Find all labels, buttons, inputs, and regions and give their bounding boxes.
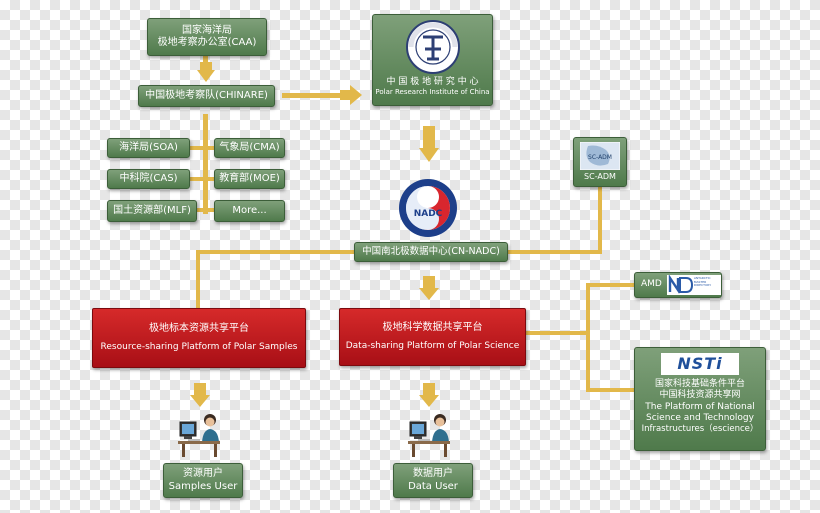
scadm-logo-icon: SC-ADM xyxy=(580,142,620,170)
data-platform-box: 极地科学数据共享平台 Data-sharing Platform of Pola… xyxy=(339,308,526,366)
nsti-logo-icon: NSTi xyxy=(661,353,739,375)
scadm-logo-text: SC-ADM xyxy=(588,154,612,161)
arrow-right-chinare xyxy=(340,85,362,105)
chinare-box: 中国极地考察队(CHINARE) xyxy=(138,85,275,107)
amd-box: AMD ANTARCTIC MASTER DIRECTORY xyxy=(634,272,722,298)
samples-user-box: 资源用户 Samples User xyxy=(163,463,243,498)
data-user-cn: 数据用户 xyxy=(413,468,453,479)
arrow-down-samples xyxy=(190,383,210,407)
connector-agencies-row2 xyxy=(190,177,216,181)
agency-mlf: 国土资源部(MLF) xyxy=(107,200,197,222)
agency-more: More... xyxy=(214,200,285,222)
connector-scadm-vertical xyxy=(598,186,602,254)
connector-external-nsti xyxy=(586,388,634,392)
nsti-line5: Infrastructures（escience） xyxy=(641,424,759,434)
nadc-logo-text: NADC xyxy=(414,209,443,219)
nadc-label: 中国南北极数据中心(CN-NADC) xyxy=(362,246,500,258)
arrow-down-caa xyxy=(197,62,215,82)
data-platform-en: Data-sharing Platform of Polar Science xyxy=(345,340,520,351)
arrow-down-pric xyxy=(419,126,439,162)
chinare-label: 中国极地考察队(CHINARE) xyxy=(145,89,268,101)
agency-soa: 海洋局(SOA) xyxy=(107,138,190,158)
amd-logo-icon: ANTARCTIC MASTER DIRECTORY xyxy=(666,275,721,295)
connector-chinare-pric xyxy=(282,93,344,98)
samples-user-en: Samples User xyxy=(168,480,238,492)
nsti-line2: 中国科技资源共享网 xyxy=(659,390,741,401)
nadc-logo-icon: NADC xyxy=(398,178,458,238)
amd-label: AMD xyxy=(641,279,662,290)
arrow-down-nadc xyxy=(419,276,439,300)
samples-user-cn: 资源用户 xyxy=(183,468,223,479)
pric-en: Polar Research Institute of China xyxy=(375,88,490,97)
samples-platform-box: 极地标本资源共享平台 Resource-sharing Platform of … xyxy=(92,308,306,368)
connector-scadm-nadc xyxy=(508,250,602,254)
connector-nadc-samples xyxy=(196,250,200,308)
samples-platform-cn: 极地标本资源共享平台 xyxy=(149,323,249,335)
scadm-label: SC-ADM xyxy=(584,172,616,181)
scadm-box: SC-ADM SC-ADM xyxy=(573,137,627,187)
amd-logo-text: ANTARCTIC MASTER DIRECTORY xyxy=(693,276,712,288)
data-user-en: Data User xyxy=(408,480,458,492)
agency-cas: 中科院(CAS) xyxy=(107,169,190,189)
samples-user-icon xyxy=(178,410,224,458)
data-user-box: 数据用户 Data User xyxy=(393,463,473,498)
samples-platform-en: Resource-sharing Platform of Polar Sampl… xyxy=(100,341,298,352)
nsti-logo-text: NSTi xyxy=(677,354,723,373)
pric-box: 中 国 极 地 研 究 中 心 Polar Research Institute… xyxy=(372,14,493,106)
pric-cn: 中 国 极 地 研 究 中 心 xyxy=(386,77,479,87)
connector-agencies-vertical xyxy=(203,114,208,214)
connector-data-external xyxy=(526,331,590,335)
connector-external-vertical xyxy=(586,283,590,392)
agency-mlf-label: 国土资源部(MLF) xyxy=(113,204,191,216)
connector-nadc-left xyxy=(196,250,354,254)
agency-more-label: More... xyxy=(232,204,267,216)
agency-soa-label: 海洋局(SOA) xyxy=(119,141,178,153)
nadc-box: 中国南北极数据中心(CN-NADC) xyxy=(354,242,508,262)
agency-cma-label: 气象局(CMA) xyxy=(219,141,280,153)
pric-logo-icon xyxy=(405,19,461,75)
data-platform-cn: 极地科学数据共享平台 xyxy=(382,322,483,334)
connector-agencies-row1 xyxy=(190,146,216,150)
nsti-line4: Science and Technology xyxy=(646,412,754,423)
caa-line2: 极地考察办公室(CAA) xyxy=(157,37,257,48)
agency-cma: 气象局(CMA) xyxy=(214,138,285,158)
agency-moe-label: 教育部(MOE) xyxy=(219,172,280,184)
agency-moe: 教育部(MOE) xyxy=(214,169,285,189)
nsti-line3: The Platform of National xyxy=(645,401,755,412)
connector-caa-chinare xyxy=(203,56,208,66)
nsti-line1: 国家科技基础条件平台 xyxy=(654,379,745,389)
caa-line1: 国家海洋局 xyxy=(182,24,232,36)
connector-external-amd xyxy=(586,283,634,287)
nsti-box: NSTi 国家科技基础条件平台 中国科技资源共享网 The Platform o… xyxy=(634,347,766,451)
caa-box: 国家海洋局 极地考察办公室(CAA) xyxy=(147,18,267,56)
agency-cas-label: 中科院(CAS) xyxy=(119,172,178,184)
arrow-down-data xyxy=(419,383,439,407)
data-user-icon xyxy=(408,410,454,458)
connector-agencies-row3 xyxy=(197,208,217,212)
